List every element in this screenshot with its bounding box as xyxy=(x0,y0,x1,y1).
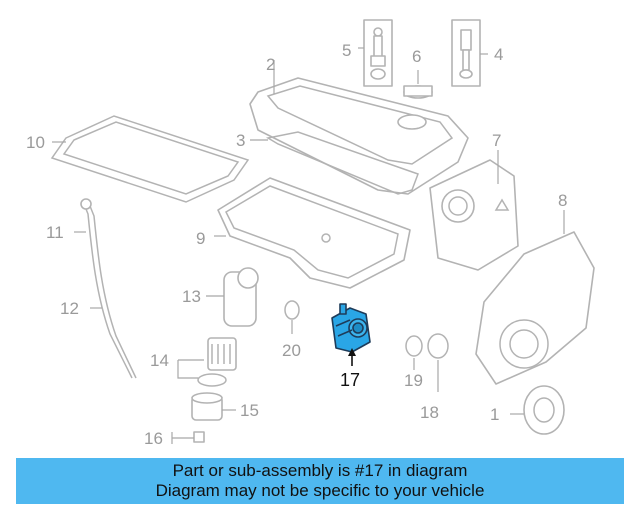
callout-15: 15 xyxy=(240,401,259,420)
callout-16: 16 xyxy=(144,429,163,448)
callout-8: 8 xyxy=(558,191,567,210)
callout-12: 12 xyxy=(60,299,79,318)
callout-17: 17 xyxy=(340,370,360,390)
callout-9: 9 xyxy=(196,229,205,248)
callout-14: 14 xyxy=(150,351,169,370)
part-13-filter-housing xyxy=(206,267,259,327)
callout-2: 2 xyxy=(266,55,275,74)
callout-1: 1 xyxy=(490,405,499,424)
part-4-stud xyxy=(451,19,488,87)
callout-13: 13 xyxy=(182,287,201,306)
part-17-highlighted[interactable] xyxy=(331,303,371,353)
part-10-pan-gasket xyxy=(50,115,250,203)
info-banner: Part or sub-assembly is #17 in diagram D… xyxy=(16,458,624,504)
callout-4: 4 xyxy=(494,45,503,64)
part-5-bolt xyxy=(358,19,393,87)
part-16-sensor xyxy=(171,431,205,444)
callout-20: 20 xyxy=(282,341,301,360)
part-20-o-ring xyxy=(284,300,300,334)
part-3-gasket xyxy=(250,131,419,195)
arrow-17 xyxy=(348,348,356,366)
callout-10: 10 xyxy=(26,133,45,152)
part-18-19-seals xyxy=(405,333,449,392)
part-14-oil-filter xyxy=(177,337,237,387)
part-9-oil-pan xyxy=(214,177,411,289)
callout-3: 3 xyxy=(236,131,245,150)
part-11-12-dipstick xyxy=(74,198,137,379)
banner-line-2: Diagram may not be specific to your vehi… xyxy=(155,481,485,500)
part-1-pulley xyxy=(510,385,565,435)
banner-line-1: Part or sub-assembly is #17 in diagram xyxy=(172,461,468,480)
callout-7: 7 xyxy=(492,131,501,150)
part-15-filter-cap xyxy=(191,392,236,421)
callout-6: 6 xyxy=(412,47,421,66)
part-7-timing-housing xyxy=(429,150,519,271)
callout-11: 11 xyxy=(46,223,64,242)
callout-19: 19 xyxy=(404,371,423,390)
callout-18: 18 xyxy=(420,403,439,422)
part-8-timing-cover xyxy=(475,210,595,385)
callout-5: 5 xyxy=(342,41,351,60)
part-2-valve-cover xyxy=(249,60,469,195)
part-6-oil-cap xyxy=(403,70,433,99)
